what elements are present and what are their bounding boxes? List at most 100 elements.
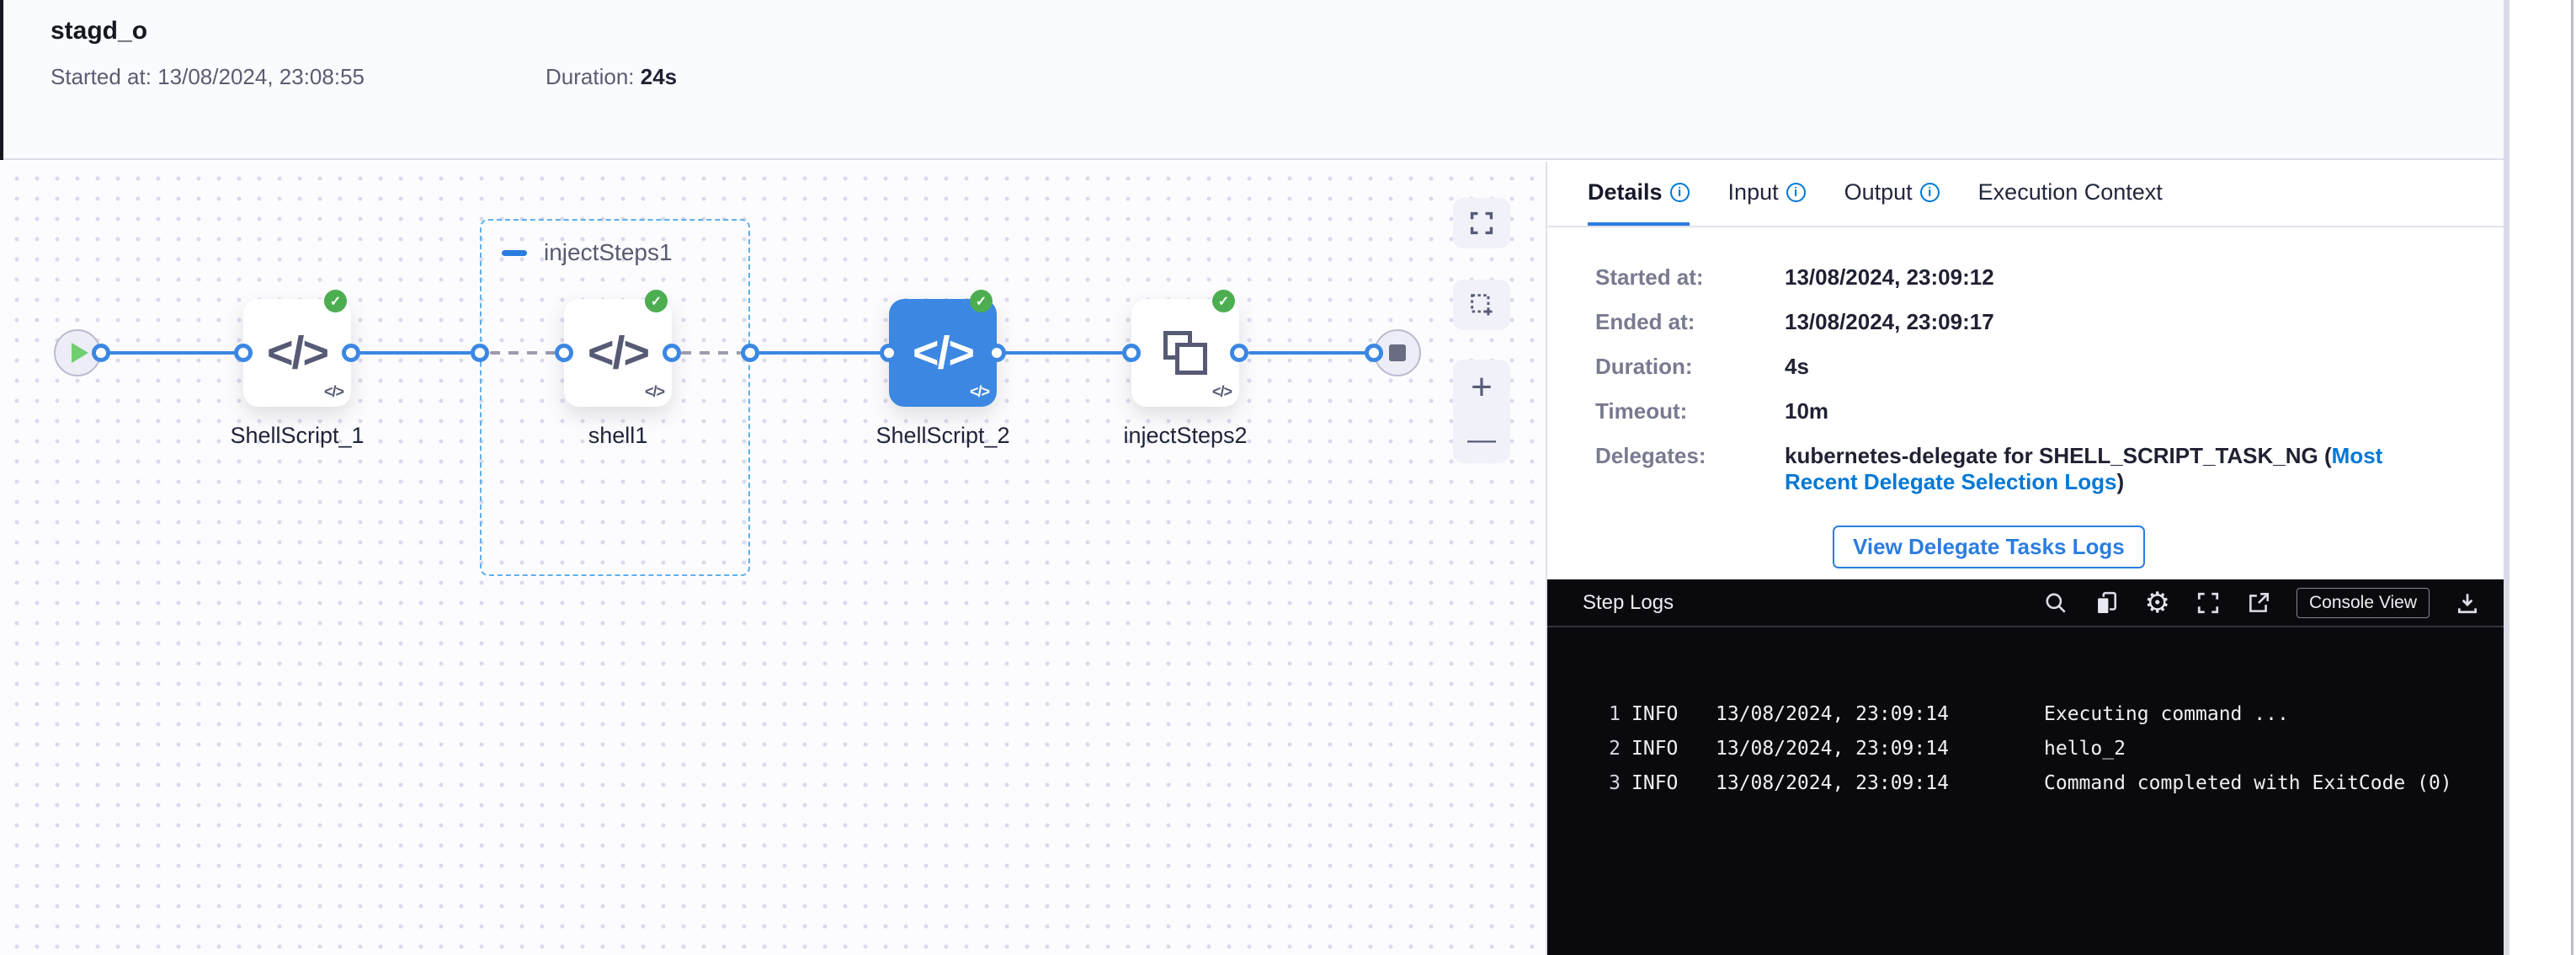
download-logs-button[interactable]	[2455, 590, 2480, 616]
field-label: Ended at:	[1595, 309, 1695, 334]
front-square	[1175, 343, 1207, 375]
duration-label: Duration:	[546, 64, 635, 89]
check-icon: ✓	[329, 294, 342, 309]
node-label-shell1: shell1	[588, 423, 648, 448]
log-message: hello_2	[2044, 738, 2126, 760]
info-icon[interactable]: i	[1786, 182, 1806, 202]
port	[663, 344, 681, 362]
canvas-zoom-control: + —	[1453, 360, 1510, 463]
tab-input[interactable]: Input i	[1728, 162, 1806, 226]
stage-header: stagd_o Started at: 13/08/2024, 23:08:55…	[0, 0, 2504, 160]
step-node-shellscript1[interactable]: </> </>	[243, 299, 351, 407]
marquee-select-icon	[1471, 294, 1493, 316]
edge-shellscript1-to-group	[351, 351, 471, 355]
console-view-button[interactable]: Console View	[2296, 587, 2430, 618]
info-icon[interactable]: i	[1919, 182, 1940, 202]
log-line-number: 2	[1609, 738, 1621, 760]
port	[741, 344, 759, 362]
log-level: INFO	[1631, 772, 1679, 794]
edge-shellscript2-to-injectsteps2	[997, 351, 1131, 355]
log-line-number: 1	[1609, 703, 1621, 725]
log-line: 2 INFO 13/08/2024, 23:09:14 hello_2	[1547, 732, 2504, 766]
check-icon: ✓	[975, 294, 987, 309]
field-label: Delegates:	[1595, 443, 1706, 468]
collapse-group-icon[interactable]	[502, 249, 527, 256]
search-logs-button[interactable]	[2043, 590, 2068, 616]
detail-row-timeout: Timeout: 10m	[1595, 398, 2504, 424]
node-label-shellscript2: ShellScript_2	[876, 423, 1010, 448]
edge-dashed-shell1-to-group	[681, 351, 741, 355]
log-message: Command completed with ExitCode (0)	[2044, 772, 2452, 794]
field-value: 13/08/2024, 23:09:12	[1785, 264, 1994, 290]
page-scrollbar[interactable]	[2504, 0, 2509, 955]
step-node-shellscript2-selected[interactable]: </> </>	[889, 299, 997, 407]
expand-logs-button[interactable]	[2195, 590, 2221, 616]
edge-injectsteps2-to-end	[1248, 351, 1381, 355]
step-node-shell1[interactable]: </> </>	[564, 299, 672, 407]
download-icon	[2457, 593, 2478, 613]
check-icon: ✓	[1217, 294, 1230, 309]
success-badge: ✓	[645, 290, 668, 312]
port	[342, 344, 360, 362]
group-label: injectSteps1	[544, 239, 673, 265]
search-icon	[2046, 593, 2067, 613]
tab-output[interactable]: Output i	[1844, 162, 1940, 226]
start-node	[54, 329, 101, 376]
tab-execution-context[interactable]: Execution Context	[1978, 162, 2163, 226]
log-settings-button[interactable]: ⚙	[2144, 589, 2169, 617]
details-tabs: Details i Input i Output i Execution Con…	[1547, 162, 2504, 227]
success-badge: ✓	[970, 290, 993, 312]
fullscreen-icon	[2197, 592, 2219, 613]
window-edge-line	[2571, 0, 2573, 955]
step-logs-title: Step Logs	[1583, 590, 1674, 614]
canvas-marquee-select-button[interactable]	[1453, 280, 1510, 330]
edge-start-to-shellscript1	[84, 351, 243, 355]
port	[471, 344, 489, 362]
delegates-value: kubernetes-delegate for SHELL_SCRIPT_TAS…	[1785, 443, 2458, 495]
node-label-injectsteps2: injectSteps2	[1123, 423, 1248, 448]
detail-row-delegates: Delegates: kubernetes-delegate for SHELL…	[1595, 443, 2504, 495]
log-timestamp: 13/08/2024, 23:09:14	[1716, 738, 1949, 760]
port	[234, 344, 253, 362]
check-icon: ✓	[650, 294, 663, 309]
tab-details[interactable]: Details i	[1588, 162, 1690, 226]
info-icon[interactable]: i	[1669, 182, 1690, 202]
log-message: Executing command ...	[2044, 703, 2289, 725]
code-icon: </>	[587, 328, 650, 378]
delegates-text-close: )	[2116, 469, 2125, 494]
fullscreen-icon	[1470, 211, 1493, 235]
step-logs-console: Step Logs ⚙	[1547, 579, 2504, 955]
port	[880, 344, 898, 362]
view-delegate-tasks-logs-button[interactable]: View Delegate Tasks Logs	[1833, 526, 2145, 568]
pipeline-graph-canvas[interactable]: injectSteps1 </> </> </> </> </> </> </>	[0, 162, 1546, 955]
detail-row-ended-at: Ended at: 13/08/2024, 23:09:17	[1595, 309, 2504, 335]
delegates-text: kubernetes-delegate for SHELL_SCRIPT_TAS…	[1785, 443, 2332, 468]
zoom-out-button[interactable]: —	[1467, 423, 1496, 456]
delegate-selection-logs-link[interactable]: Most Recent Delegate Selection Logs	[1785, 443, 2383, 494]
duration-value: 24s	[640, 64, 678, 89]
stage-started-at: Started at: 13/08/2024, 23:08:55	[51, 64, 365, 90]
tab-label: Output	[1844, 179, 1913, 205]
zoom-in-button[interactable]: +	[1471, 366, 1493, 408]
step-node-injectsteps2[interactable]: </>	[1131, 299, 1239, 407]
log-timestamp: 13/08/2024, 23:09:14	[1716, 772, 1949, 794]
edge-dashed-group-to-shell1	[490, 351, 556, 355]
field-label: Started at:	[1595, 264, 1704, 290]
started-value: 13/08/2024, 23:08:55	[157, 64, 365, 89]
copy-logs-button[interactable]	[2094, 590, 2119, 616]
step-group-injectsteps1[interactable]: injectSteps1	[480, 219, 750, 576]
field-label: Duration:	[1595, 354, 1693, 379]
script-type-icon: </>	[969, 383, 990, 400]
stage-duration: Duration: 24s	[546, 64, 677, 90]
group-header: injectSteps1	[502, 239, 673, 266]
log-line-number: 3	[1609, 772, 1621, 794]
steps-group-icon	[1162, 329, 1209, 376]
log-level: INFO	[1631, 703, 1679, 725]
detail-row-duration: Duration: 4s	[1595, 354, 2504, 380]
script-type-icon: </>	[323, 383, 344, 400]
open-logs-new-tab-button[interactable]	[2246, 590, 2271, 616]
field-label: Timeout:	[1595, 398, 1688, 424]
canvas-fullscreen-button[interactable]	[1453, 198, 1510, 248]
gear-icon: ⚙	[2144, 586, 2170, 619]
